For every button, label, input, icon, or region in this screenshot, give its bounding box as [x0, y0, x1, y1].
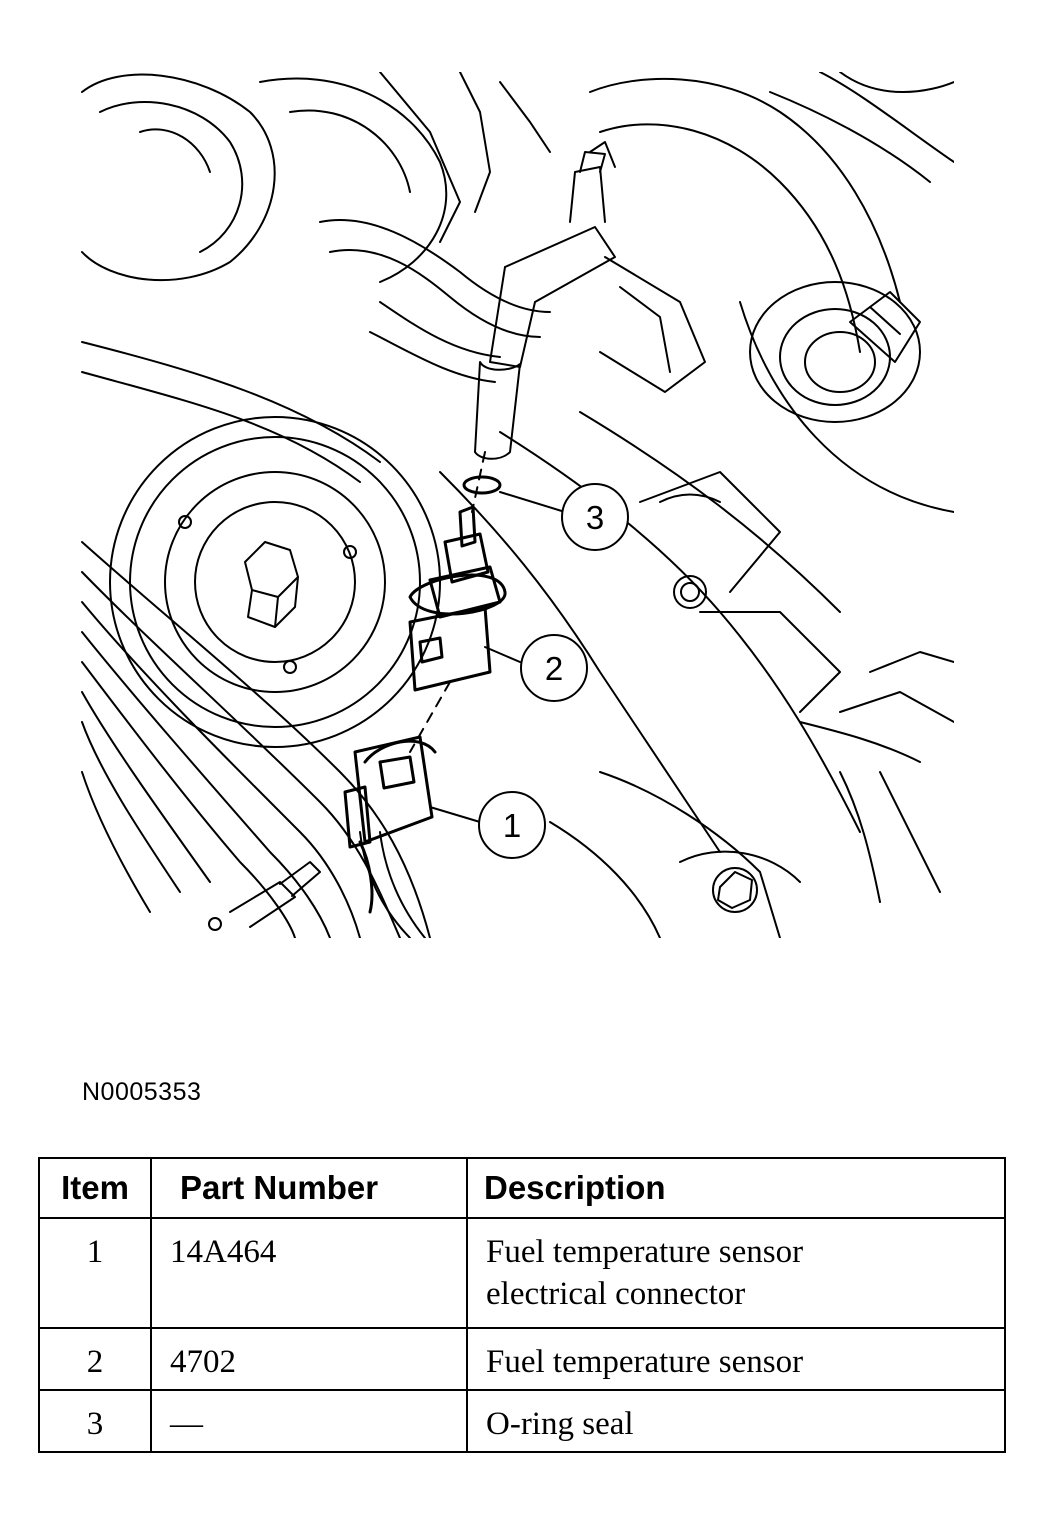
sensor-body-shape: [408, 605, 492, 692]
callout-3-label: 3: [586, 499, 604, 536]
header-item: Item: [38, 1157, 152, 1219]
callout-1: 1: [478, 791, 546, 859]
o-ring-seal-shape: [462, 475, 502, 495]
row-item: 1: [38, 1217, 152, 1329]
row-description: Fuel temperature sensor electrical conne…: [466, 1217, 1006, 1329]
table-row: 2 4702 Fuel temperature sensor: [38, 1327, 1006, 1391]
fuel-temperature-sensor-assembly: [343, 451, 507, 914]
table-header-row: Item Part Number Description: [38, 1157, 1006, 1219]
row-part-number: —: [150, 1389, 468, 1453]
callout-2-label: 2: [545, 650, 563, 687]
table-row: 3 — O-ring seal: [38, 1389, 1006, 1453]
engine-illustration: 3 2 1: [80, 72, 954, 938]
background-engine-linework: [81, 72, 954, 938]
parts-table: Item Part Number Description 1 14A464 Fu…: [38, 1157, 1006, 1453]
row-item: 3: [38, 1389, 152, 1453]
callout-1-label: 1: [503, 807, 521, 844]
callout-3: 3: [561, 483, 629, 551]
row-item: 2: [38, 1327, 152, 1391]
header-part-number: Part Number: [150, 1157, 468, 1219]
row-description: Fuel temperature sensor: [466, 1327, 1006, 1391]
row-description: O-ring seal: [466, 1389, 1006, 1453]
row-part-number: 14A464: [150, 1217, 468, 1329]
row-part-number: 4702: [150, 1327, 468, 1391]
callout-leaders: [429, 491, 566, 823]
figure-id: N0005353: [82, 1078, 202, 1106]
table-row: 1 14A464 Fuel temperature sensor electri…: [38, 1217, 1006, 1329]
header-description: Description: [466, 1157, 1006, 1219]
callout-2: 2: [520, 634, 588, 702]
